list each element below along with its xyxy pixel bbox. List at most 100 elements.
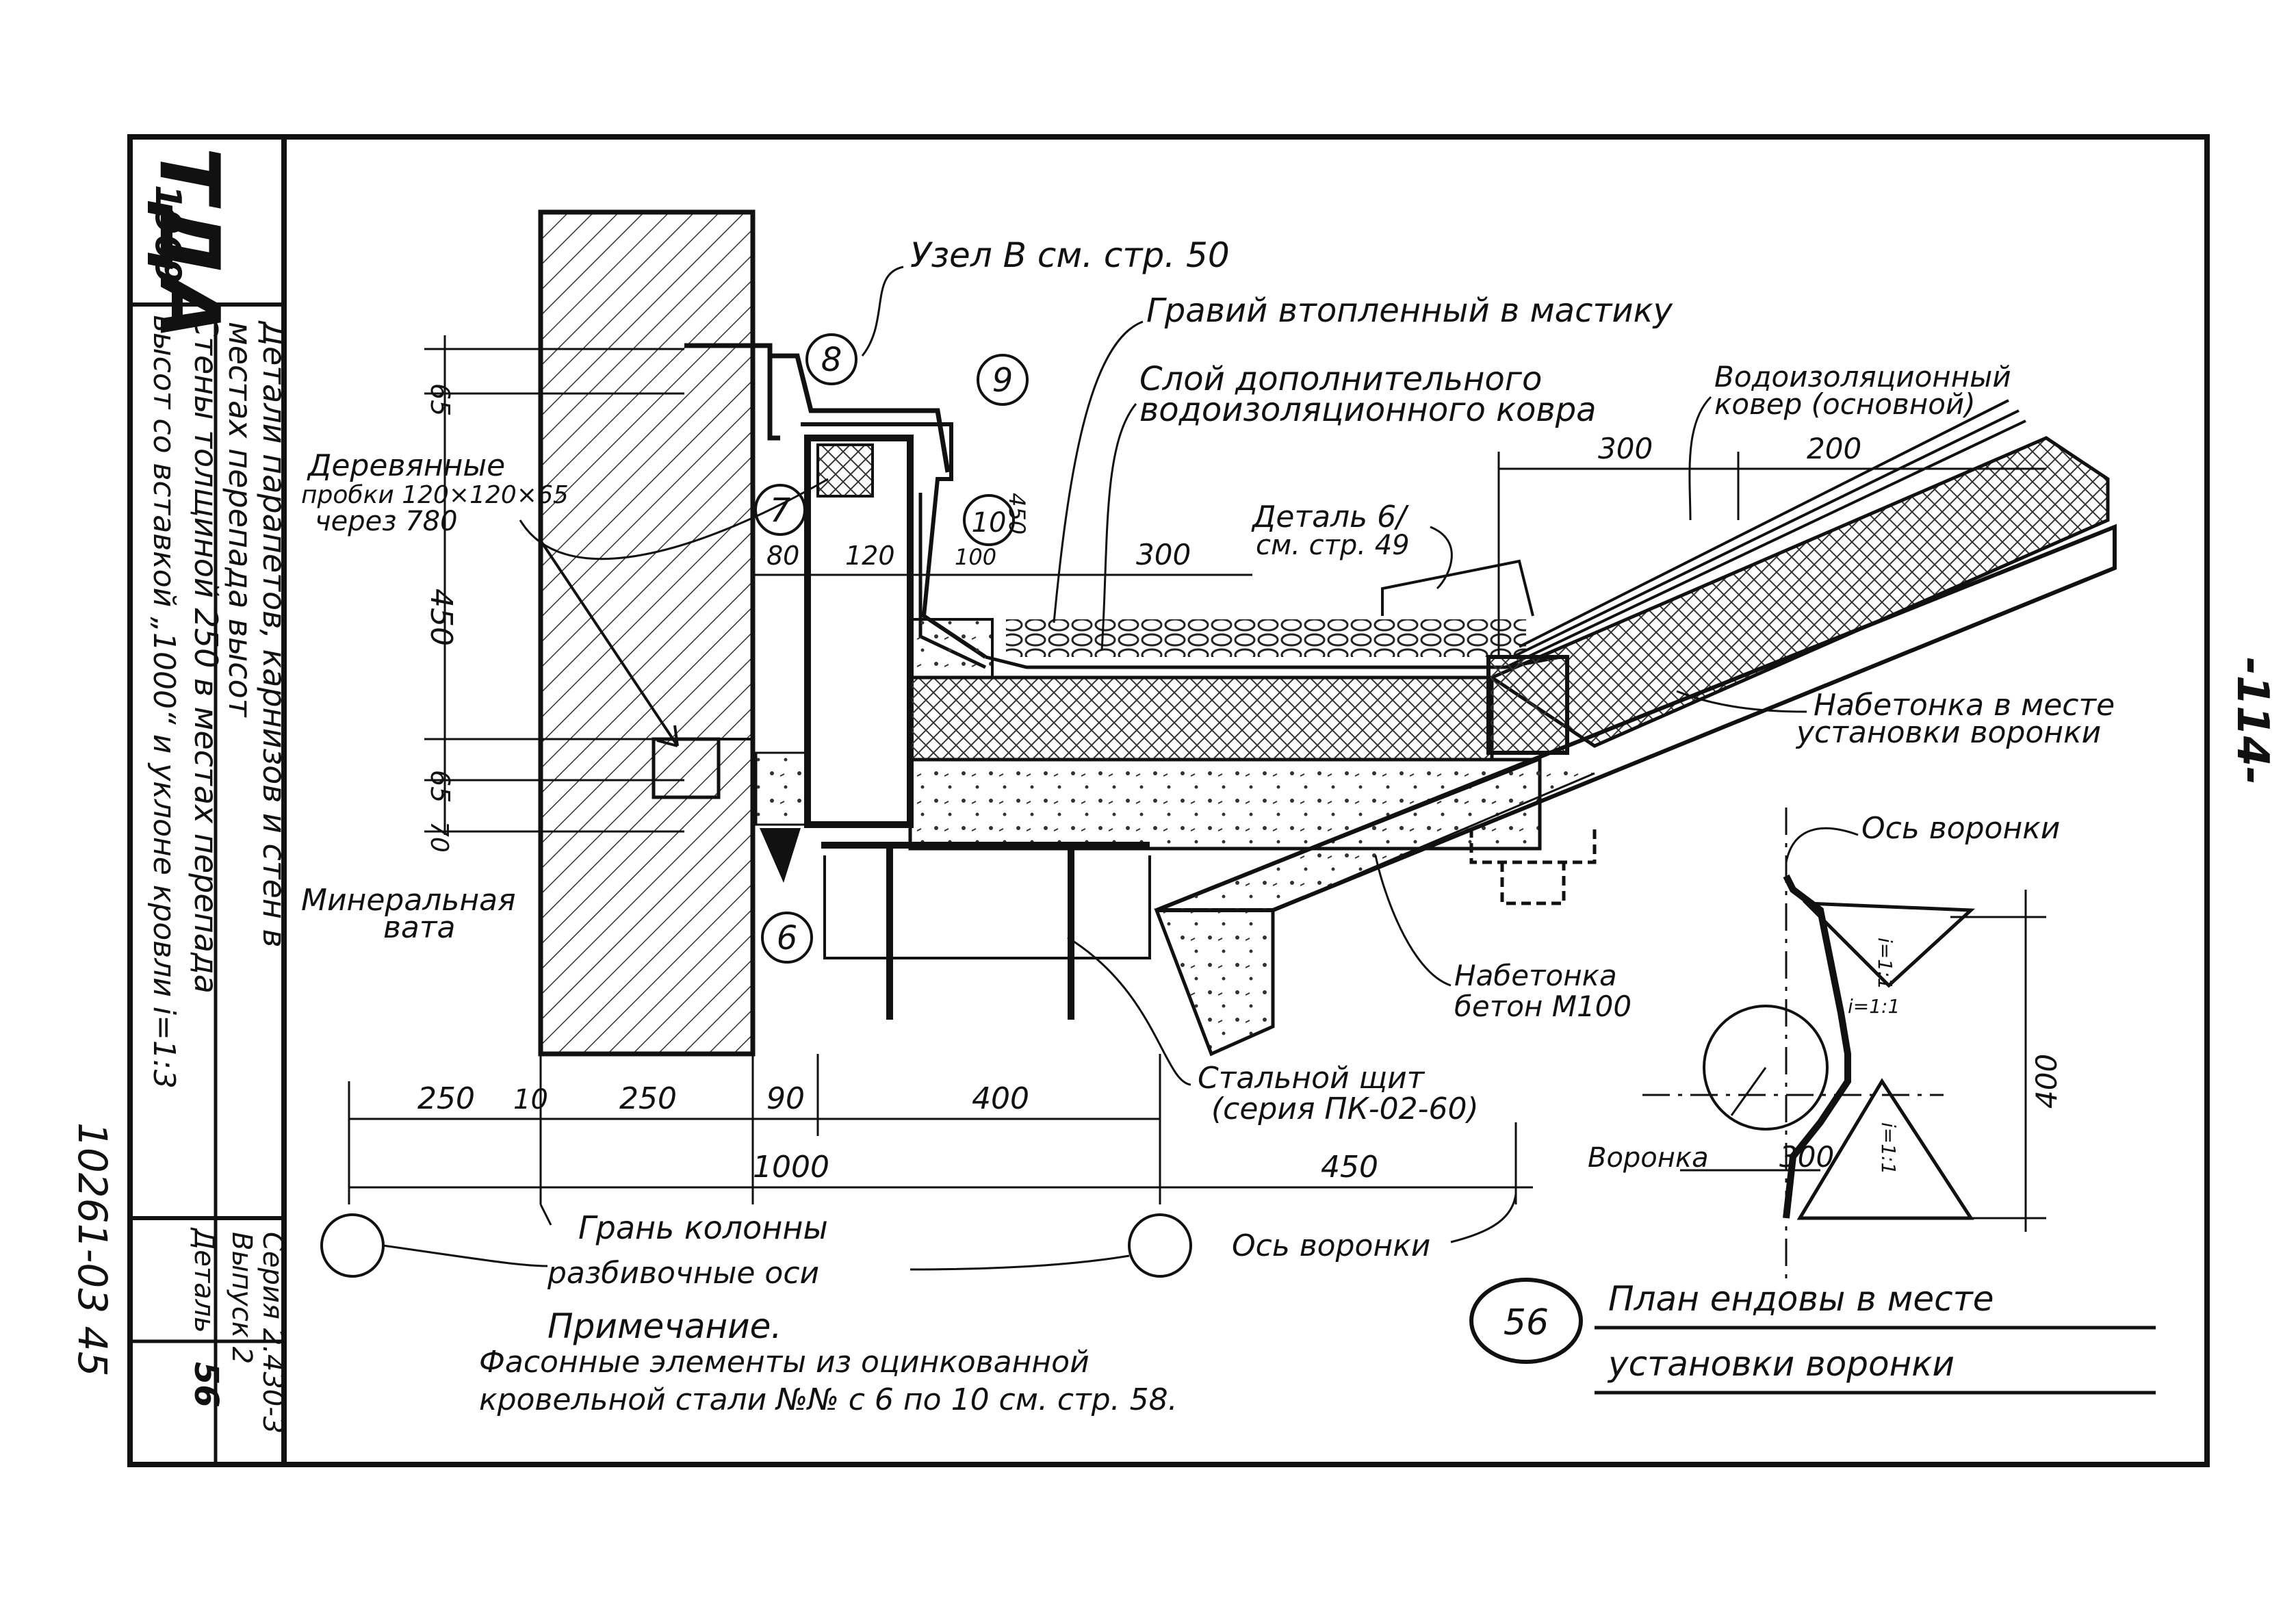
dim-450-left: 450 <box>424 589 459 646</box>
callout-gravel: Гравий втопленный в мастику <box>1146 292 1673 330</box>
callout-mineral-wool-1: Минеральная <box>301 883 516 918</box>
svg-text:8: 8 <box>821 341 842 379</box>
callout-main-carpet-2: ковер (основной) <box>1714 387 1976 421</box>
callout-mineral-wool-2: вата <box>383 910 456 945</box>
waterproof-carpet <box>985 655 1561 669</box>
parapet-cap-wood <box>816 443 874 498</box>
gravel-layer <box>1006 619 1526 657</box>
leader-concrete-m100 <box>1374 855 1452 987</box>
detail-badge <box>1469 1278 1583 1364</box>
insulation-layer <box>908 675 1494 762</box>
page-number: -114- <box>2227 657 2278 785</box>
svg-text:6: 6 <box>777 919 798 957</box>
dim-plan-400: 400 <box>2030 1054 2063 1109</box>
valley-plan <box>1642 808 2046 1287</box>
dim-450-small: 450 <box>1004 493 1030 534</box>
leader-extra-layer <box>1100 403 1137 651</box>
stamp-subtitle-line1: Стены толщиной 250 в местах перепада <box>188 315 224 994</box>
sheet-frame <box>127 134 2210 1467</box>
plan-funnel-axis: Ось воронки <box>1861 811 2060 846</box>
vertical-dimensions <box>424 335 684 835</box>
detail-badge-number: 56 <box>1504 1302 1549 1343</box>
slope-concrete <box>1156 758 1595 912</box>
dim-b10: 10 <box>513 1084 548 1115</box>
stamp-series-line1: Серия 2.430-3 <box>257 1232 288 1434</box>
plan-funnel-label: Воронка <box>1588 1142 1709 1174</box>
funnel-circle <box>1703 1005 1829 1131</box>
stamp-org: ТДА <box>141 147 236 340</box>
callout-concrete-m100-1: Набетонка <box>1454 959 1617 992</box>
callout-steel-panel-1: Стальной щит <box>1198 1061 1426 1096</box>
plan-title-line1: План ендовы в месте <box>1608 1279 1994 1319</box>
stamp-subtitle-line2: высот со вставкой „1000“ и уклоне кровли… <box>146 315 181 1089</box>
leader-gravel <box>1053 320 1144 623</box>
callout-concrete-funnel-1: Набетонка в месте <box>1814 688 2115 723</box>
stamp-detail-number: 56 <box>187 1362 225 1408</box>
plan-slope-2: i=1:1 <box>1848 995 1900 1018</box>
leader-main-carpet <box>1688 396 1712 521</box>
marker-9: 9 <box>977 354 1029 406</box>
svg-text:7: 7 <box>770 491 791 530</box>
screed-layer <box>909 618 994 679</box>
axis-circle-left <box>320 1213 385 1278</box>
stamp-series-line2: Выпуск 2 <box>226 1232 257 1364</box>
leader-wood-plugs <box>519 478 829 560</box>
dim-b450: 450 <box>1321 1150 1378 1185</box>
funnel-body <box>1469 828 1597 905</box>
sloped-carpet <box>1505 399 2026 669</box>
axis-leader-right <box>910 1254 1130 1271</box>
marker-6: 6 <box>761 912 813 964</box>
note-heading: Примечание. <box>547 1306 782 1346</box>
dim-300-a: 300 <box>1136 538 1191 571</box>
funnel-block <box>1486 655 1569 755</box>
stamp-title-line1: Детали парапетов, карнизов и стен в <box>256 320 293 948</box>
wood-plug <box>652 737 721 799</box>
dim-plan-300: 300 <box>1779 1140 1834 1174</box>
marker-10: 10 <box>963 494 1015 546</box>
callout-detail6-1: Деталь 6/ <box>1251 500 1409 534</box>
leader-concrete-funnel <box>1676 690 1807 713</box>
flashing-8 <box>684 343 951 473</box>
label-funnel-axis: Ось воронки <box>1232 1228 1430 1263</box>
leader-plan-axis <box>1785 827 1859 863</box>
callout-concrete-funnel-2: установки воронки <box>1795 715 2101 750</box>
marker-8: 8 <box>805 333 857 385</box>
note-line1: Фасонные элементы из оцинкованной <box>479 1345 1089 1380</box>
callout-extra-layer-2: водоизоляционного ковра <box>1139 391 1597 429</box>
dim-100: 100 <box>955 544 996 570</box>
svg-text:10: 10 <box>972 507 1007 539</box>
archive-number: 10261-03 45 <box>69 1122 116 1376</box>
stamp-title-line2: местах перепада высот <box>222 322 259 718</box>
concrete-topping <box>1154 908 1275 1057</box>
callout-concrete-m100-2: бетон М100 <box>1454 990 1631 1023</box>
leader-node-b <box>861 266 904 357</box>
dim-65-low: 65 <box>425 770 455 803</box>
support-arrow <box>760 828 801 883</box>
axis-circle-right <box>1128 1213 1192 1278</box>
callout-wood-plugs-2: пробки 120×120×65 <box>301 481 569 509</box>
dim-120: 120 <box>845 541 895 571</box>
callout-detail6-2: см. стр. 49 <box>1256 530 1410 561</box>
bottom-dimensions <box>348 1054 1533 1204</box>
title-stamp: ТДА 1969 Детали парапетов, карнизов и ст… <box>130 147 293 1464</box>
sloped-insulation <box>1488 436 2110 748</box>
dim-300-b: 300 <box>1598 432 1653 465</box>
callout-wood-plugs-1: Деревянные <box>307 448 505 483</box>
leader-steel-panel <box>1067 936 1191 1086</box>
plan-title-line2: установки воронки <box>1607 1344 1955 1384</box>
dim-200: 200 <box>1807 432 1861 465</box>
dim-70: 70 <box>425 821 453 853</box>
dim-b250a: 250 <box>417 1081 475 1116</box>
dim-b90: 90 <box>766 1081 805 1116</box>
dim-65-top: 65 <box>425 383 455 416</box>
callout-steel-panel-2: (серия ПК-02-60) <box>1211 1092 1479 1126</box>
callout-main-carpet-1: Водоизоляционный <box>1714 360 2011 393</box>
stamp-detail-label: Деталь <box>188 1227 220 1333</box>
svg-text:9: 9 <box>992 361 1014 400</box>
dim-b400: 400 <box>972 1081 1029 1116</box>
stamp-year: 1969 <box>147 185 188 284</box>
axis-leader-left <box>383 1244 548 1267</box>
callout-wood-plugs-3: через 780 <box>315 506 458 537</box>
callout-node-b: Узел В см. стр. 50 <box>910 235 1230 275</box>
